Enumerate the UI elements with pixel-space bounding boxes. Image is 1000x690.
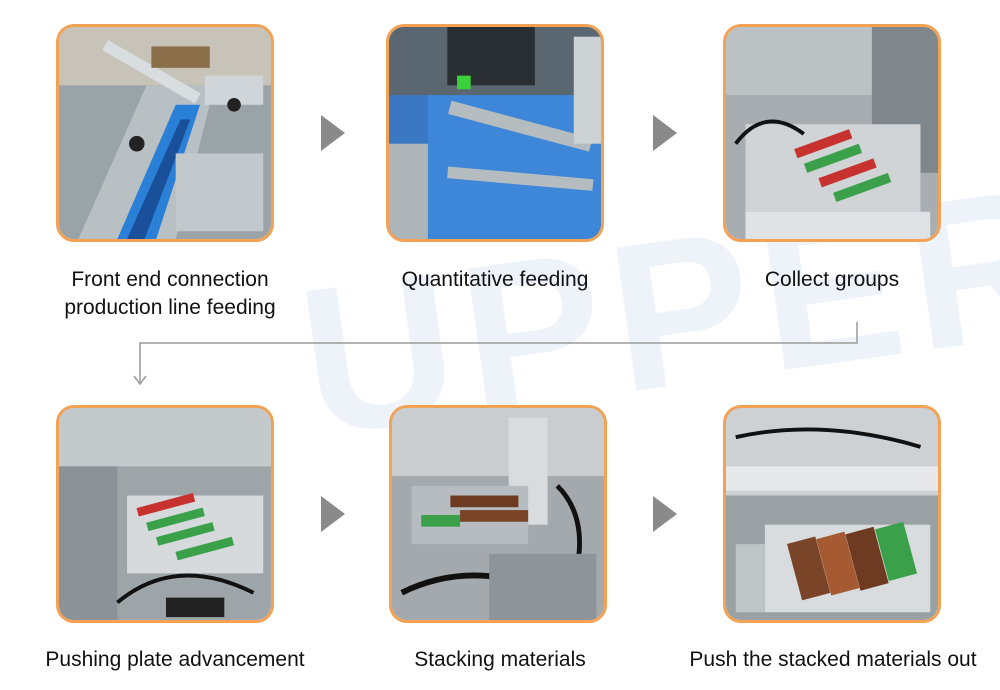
step-photo-conveyor <box>56 24 274 242</box>
flow-arrow-1-to-2 <box>321 115 345 151</box>
step-photo-pushing-plate <box>56 405 274 623</box>
flow-arrow-2-to-3 <box>653 115 677 151</box>
step-label-line2: production line feeding <box>64 296 276 319</box>
step-label-text: Quantitative feeding <box>401 268 589 291</box>
step-photo-stacking <box>389 405 607 623</box>
step-photo-push-out <box>723 405 941 623</box>
step-label: Quantitative feeding <box>370 266 620 294</box>
step-photo-collect-groups <box>723 24 941 242</box>
step-label: Front end connection production line fee… <box>30 266 310 322</box>
step-photo-blue-belt <box>386 24 604 242</box>
flow-arrow-5-to-6 <box>653 496 677 532</box>
step-label: Pushing plate advancement <box>20 646 330 674</box>
step-label: Stacking materials <box>380 646 620 674</box>
step-label-line1: Front end connection <box>71 268 269 291</box>
flow-arrow-4-to-5 <box>321 496 345 532</box>
step-label-text: Collect groups <box>764 268 900 291</box>
step-label: Push the stacked materials out <box>668 646 998 674</box>
step-label-text: Stacking materials <box>414 648 586 671</box>
step-label-text: Pushing plate advancement <box>45 648 305 671</box>
step-label-text: Push the stacked materials out <box>689 648 977 671</box>
step-label: Collect groups <box>720 266 944 294</box>
